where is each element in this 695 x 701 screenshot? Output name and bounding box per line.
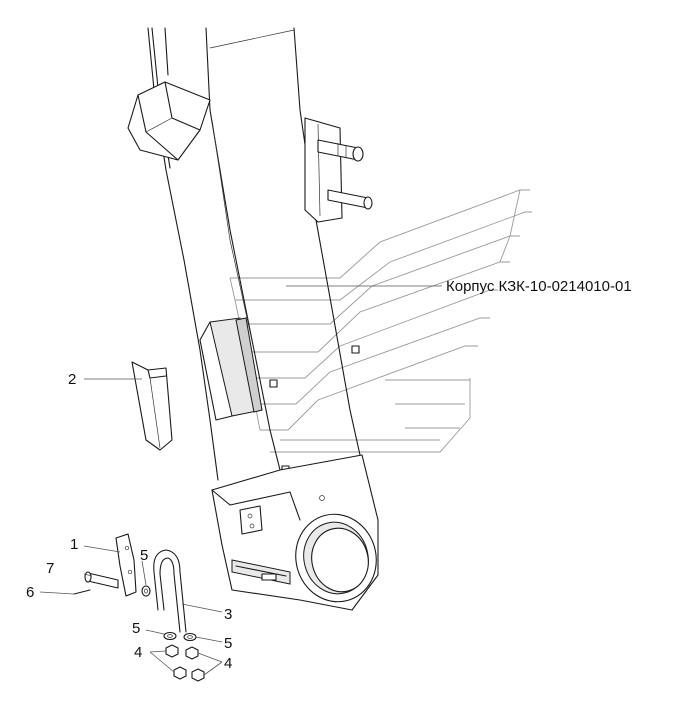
inspection-window <box>199 317 360 474</box>
part-2-plate <box>131 361 173 451</box>
part-4-nuts <box>165 644 205 682</box>
shaft-mount-plate <box>304 117 343 223</box>
label-5-left: 5 <box>132 620 140 637</box>
label-2: 2 <box>68 371 76 388</box>
part-6-cotter-pin <box>73 589 91 595</box>
label-4-left: 4 <box>134 644 142 661</box>
label-6: 6 <box>26 584 34 601</box>
label-3: 3 <box>224 606 232 623</box>
label-1: 1 <box>70 536 78 553</box>
label-4-right: 4 <box>224 655 232 672</box>
part-1-bracket <box>115 533 137 597</box>
leader-lines <box>39 285 442 676</box>
lower-shaft <box>327 189 373 210</box>
label-7: 7 <box>46 560 54 577</box>
housing-upper-duct <box>147 27 361 481</box>
watermark-logo <box>229 189 532 453</box>
part-5-washers <box>141 585 197 642</box>
part-7-pin <box>84 571 119 589</box>
upper-hopper <box>127 81 211 161</box>
part-3-u-bolt <box>153 549 187 633</box>
upper-shaft <box>317 139 364 162</box>
label-5-top: 5 <box>140 547 148 564</box>
label-5-right: 5 <box>224 635 232 652</box>
housing-lower-bowl <box>211 454 379 611</box>
assembly-title: Корпус КЗК-10-0214010-01 <box>446 278 632 295</box>
